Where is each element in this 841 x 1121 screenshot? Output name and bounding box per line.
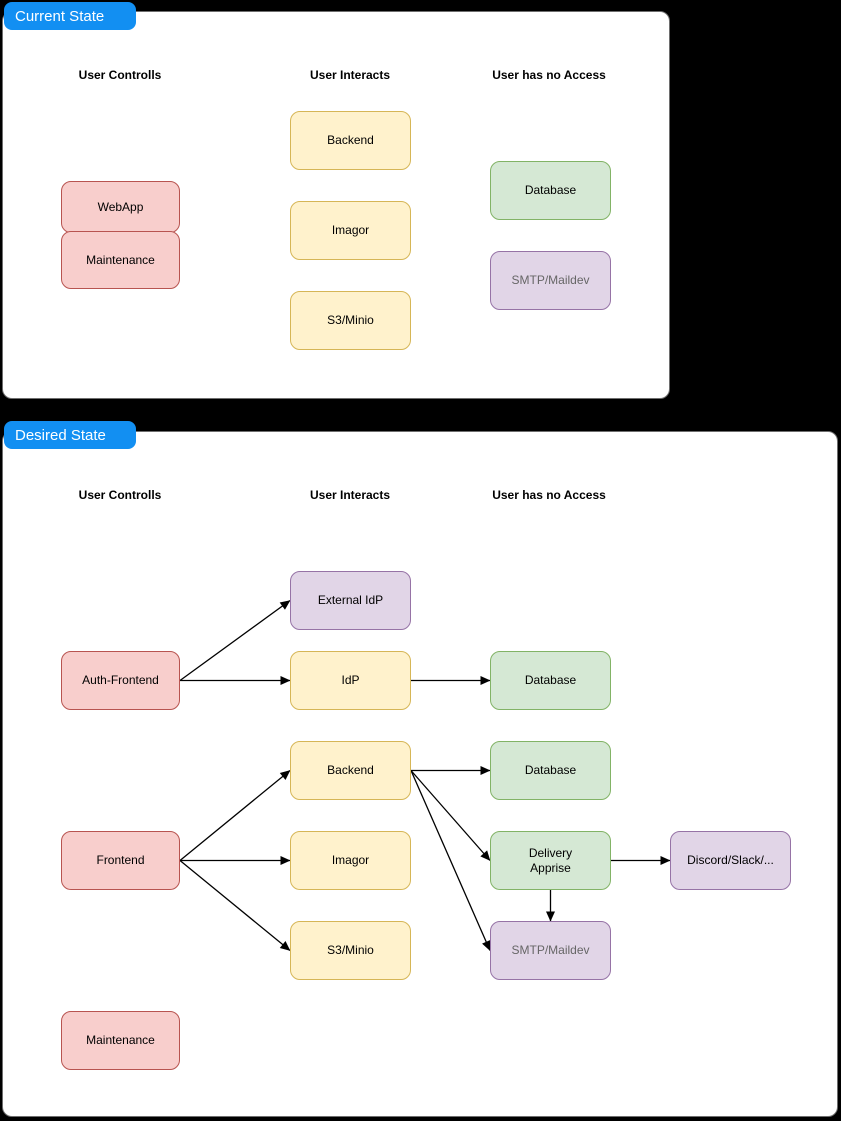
- node-maintenance: Maintenance: [61, 1011, 180, 1070]
- node-imagor: Imagor: [290, 831, 411, 890]
- node-external-idp: External IdP: [290, 571, 411, 630]
- node-s3minio: S3/Minio: [290, 291, 411, 350]
- node-backend: Backend: [290, 111, 411, 170]
- column-header: User has no Access: [492, 488, 606, 502]
- node-idp: IdP: [290, 651, 411, 710]
- column-header: User Controlls: [78, 488, 162, 502]
- column-header: User Interacts: [309, 68, 391, 82]
- column-header: User has no Access: [492, 68, 606, 82]
- node-database-idp: Database: [490, 651, 611, 710]
- column-header: User Controlls: [78, 68, 162, 82]
- node-webapp: WebApp: [61, 181, 180, 233]
- node-s3minio: S3/Minio: [290, 921, 411, 980]
- node-delivery-apprise: Delivery Apprise: [490, 831, 611, 890]
- node-frontend: Frontend: [61, 831, 180, 890]
- node-auth-frontend: Auth-Frontend: [61, 651, 180, 710]
- column-header: User Interacts: [309, 488, 391, 502]
- current-state-label: Current State: [4, 2, 136, 30]
- node-discord-slack: Discord/Slack/...: [670, 831, 791, 890]
- node-database-backend: Database: [490, 741, 611, 800]
- node-database: Database: [490, 161, 611, 220]
- node-backend: Backend: [290, 741, 411, 800]
- node-maintenance: Maintenance: [61, 231, 180, 289]
- node-smtp-maildev: SMTP/Maildev: [490, 921, 611, 980]
- node-smtp-maildev: SMTP/Maildev: [490, 251, 611, 310]
- desired-state-label: Desired State: [4, 421, 136, 449]
- node-imagor: Imagor: [290, 201, 411, 260]
